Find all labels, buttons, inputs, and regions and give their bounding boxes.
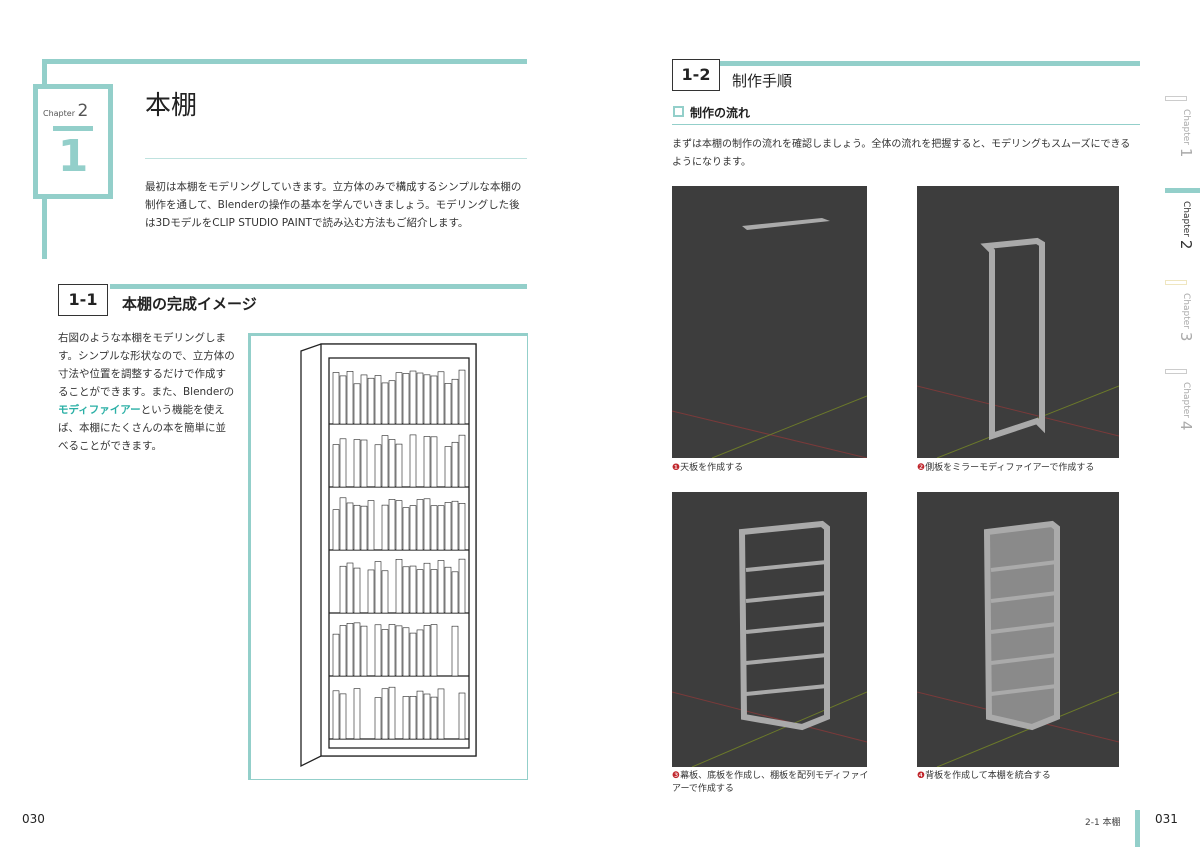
step-caption-4: ❹背板を作成して本棚を統合する: [917, 770, 1119, 783]
section-rule: [110, 284, 527, 289]
chapter-box: Chapter 2 1: [33, 84, 113, 199]
subsection-title: 制作の流れ: [690, 104, 750, 121]
section-number-big: 1: [38, 131, 108, 182]
section-body: 右図のような本棚をモデリングします。シンプルな形状なので、立方体の寸法や位置を調…: [58, 329, 236, 455]
step-caption-1: ❶天板を作成する: [672, 462, 867, 475]
chapter-tab-2[interactable]: Chapter 2: [1165, 188, 1200, 278]
section-title-right: 制作手順: [732, 70, 792, 91]
title-divider: [145, 158, 527, 159]
chapter-tab-1[interactable]: Chapter 1: [1165, 96, 1200, 166]
chapter-tab-3[interactable]: Chapter 3: [1165, 280, 1200, 350]
bookshelf-illustration: [248, 333, 528, 780]
subsection-divider: [672, 124, 1140, 125]
viewport-step-3: [672, 492, 867, 767]
square-bullet-icon: [673, 106, 684, 117]
step-caption-3: ❸幕板、底板を作成し、棚板を配列モディファイアーで作成する: [672, 770, 872, 796]
viewport-step-4: [917, 492, 1119, 767]
step-caption-2: ❷側板をミラーモディファイアーで作成する: [917, 462, 1119, 475]
section-rule-right: [718, 61, 1140, 66]
page-number-right: 031: [1155, 812, 1178, 826]
top-rule: [42, 59, 527, 64]
page-title: 本棚: [145, 85, 197, 122]
chapter-tab-4[interactable]: Chapter 4: [1165, 369, 1200, 439]
running-head: 2-1 本棚: [1085, 815, 1121, 828]
section-title: 本棚の完成イメージ: [122, 293, 257, 314]
section-number-right: 1-2: [672, 59, 720, 91]
section-number: 1-1: [58, 284, 108, 316]
flow-intro: まずは本棚の制作の流れを確認しましょう。全体の流れを把握すると、モデリングもスム…: [672, 136, 1140, 172]
viewport-step-2: [917, 186, 1119, 458]
chapter-label: Chapter: [43, 109, 75, 118]
highlight-term: モディファイアー: [58, 404, 141, 416]
chapter-intro: 最初は本棚をモデリングしていきます。立方体のみで構成するシンプルな本棚の制作を通…: [145, 178, 527, 232]
viewport-step-1: [672, 186, 867, 458]
chapter-number: 2: [78, 101, 89, 121]
footer-bar: [1135, 810, 1140, 847]
page-number-left: 030: [22, 812, 45, 826]
